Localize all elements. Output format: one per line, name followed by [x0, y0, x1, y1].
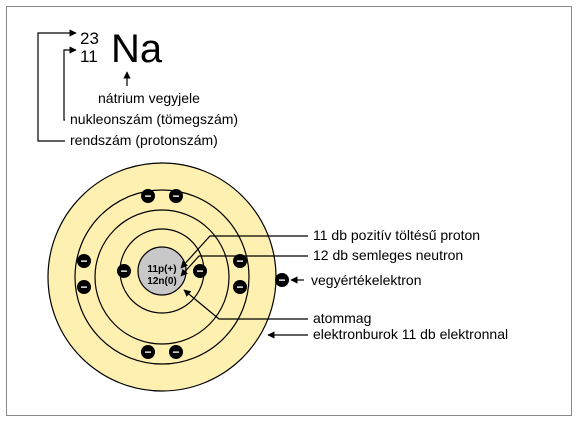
element-symbol: Na	[111, 27, 163, 71]
nucleus-pointer	[183, 289, 308, 320]
symbol-bracket-lines	[37, 29, 131, 142]
electron	[117, 264, 131, 278]
mass-number-arrow	[37, 29, 77, 142]
electron-sign: −	[196, 264, 203, 278]
electron	[77, 254, 91, 268]
atom-pointer-lines	[180, 235, 308, 339]
electron	[141, 189, 155, 203]
electron-sign: −	[80, 280, 87, 294]
shell-label: elektronburok 11 db elektronnal	[313, 326, 508, 342]
electron-sign: −	[236, 280, 243, 294]
electrons-group: − − − − − − − − − − −	[77, 189, 289, 359]
electron-sign: −	[172, 345, 179, 359]
electron-sign: −	[236, 254, 243, 268]
electron-sign: −	[144, 345, 151, 359]
electron	[169, 189, 183, 203]
atomic-label: rendszám (protonszám)	[70, 132, 218, 148]
electron-sign: −	[278, 273, 285, 287]
protons-label: 11 db pozitív töltésű proton	[313, 227, 480, 243]
nucleus-neutrons: 12n(0)	[147, 276, 176, 287]
electron-sign: −	[120, 264, 127, 278]
atomic-number-arrow	[63, 46, 77, 121]
electron	[169, 345, 183, 359]
electron	[77, 280, 91, 294]
protons-pointer	[180, 235, 308, 269]
electron-sign: −	[80, 254, 87, 268]
middle-shell-orbit	[94, 209, 230, 345]
valence-electron	[275, 273, 289, 287]
nucleus-label: atommag	[313, 310, 371, 326]
electron	[141, 345, 155, 359]
electron-sign: −	[172, 189, 179, 203]
electron	[233, 280, 247, 294]
electron	[233, 254, 247, 268]
symbol-label: nátrium vegyjele	[98, 90, 200, 106]
neutrons-label: 12 db semleges neutron	[313, 247, 463, 263]
atomic-number: 11	[80, 47, 98, 66]
neutrons-pointer	[180, 255, 308, 277]
nucleus-protons: 11p(+)	[147, 264, 176, 275]
electron	[193, 264, 207, 278]
mass-label: nukleonszám (tömegszám)	[70, 111, 238, 127]
valence-label: vegyértékelektron	[311, 272, 422, 288]
electron-sign: −	[144, 189, 151, 203]
mass-number: 23	[80, 29, 99, 48]
outer-shell-orbit	[74, 189, 250, 365]
